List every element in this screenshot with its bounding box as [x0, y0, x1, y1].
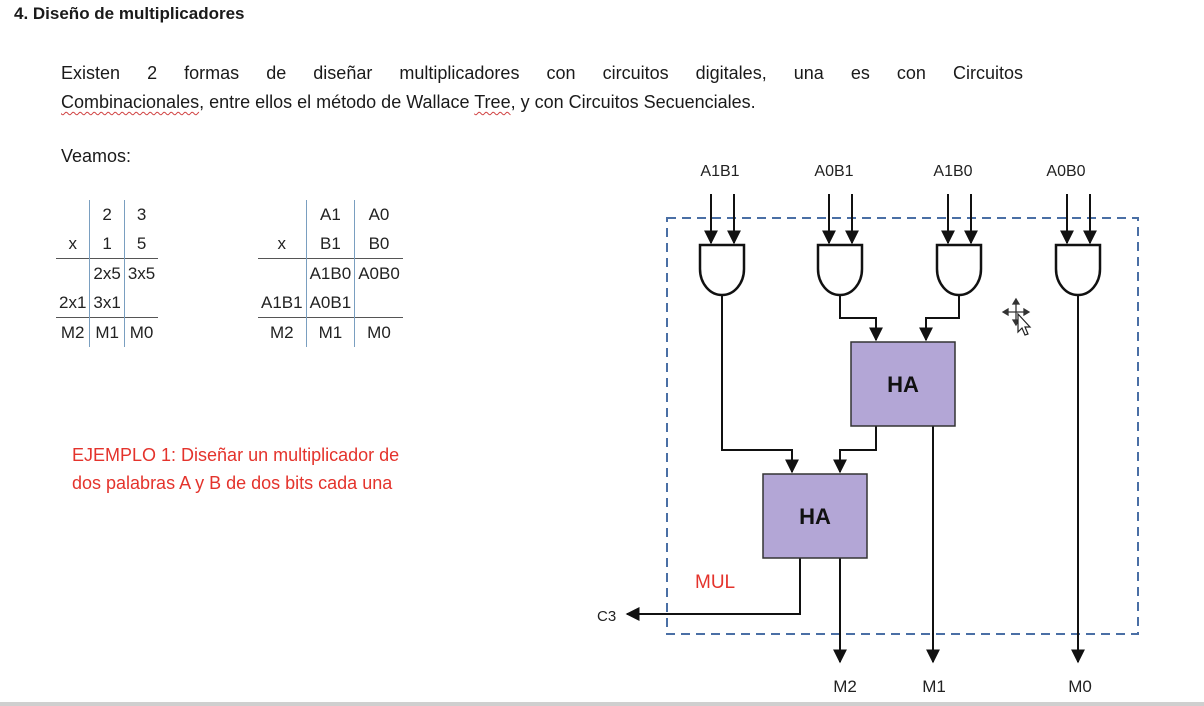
table-cell: 3: [123, 200, 159, 229]
table-row: 2 3: [56, 200, 159, 229]
table-row: A1B1 A0B1: [258, 288, 403, 318]
table-cell: M2: [56, 317, 90, 347]
table-cell: M2: [258, 317, 307, 347]
table-row: 2x5 3x5: [56, 258, 159, 288]
table-cell: A0B1: [305, 288, 355, 318]
table-row: x 1 5: [56, 229, 159, 259]
table-cell: B1: [305, 229, 355, 259]
table-cell: 2x1: [59, 292, 87, 312]
table-row: x B1 B0: [258, 229, 403, 259]
input-label-a1b1: A1B1: [700, 163, 739, 180]
table-cell: [56, 258, 90, 288]
symbolic-multiplication-table: A1 A0 x B1 B0 A1B0 A0B0 A1B1 A0B1 M2 M1 …: [258, 200, 403, 347]
output-label-m1: M1: [922, 677, 946, 696]
input-wires: [704, 194, 1097, 245]
table-cell: A0B0: [354, 258, 403, 288]
input-label-a0b0: A0B0: [1046, 163, 1085, 180]
and-gate-icon: [816, 243, 864, 297]
and-gate-icon: [698, 243, 746, 297]
mul-block-border: [666, 217, 1139, 635]
table-cell: A1B0: [305, 258, 355, 288]
numeric-multiplication-table: 2 3 x 1 5 2x5 3x5 2x1 3x1 M2 M1 M0: [56, 200, 159, 347]
example-line-2: dos palabras A y B de dos bits cada una: [72, 473, 393, 493]
intro-line-2-end: , y con Circuitos Secuenciales.: [510, 92, 756, 112]
table-cell: 2x5: [89, 258, 125, 288]
and-gate-icon: [1054, 243, 1102, 297]
input-label-a1b0: A1B0: [933, 163, 972, 180]
input-label-a0b1: A0B1: [814, 163, 853, 180]
table-cell: 3x1: [89, 288, 125, 318]
table-cell: [123, 288, 159, 318]
table-cell: 5: [123, 229, 159, 259]
table-cell: A1: [305, 200, 355, 229]
half-adder-2-label: HA: [799, 504, 831, 529]
table-row: 2x1 3x1: [56, 288, 159, 318]
table-cell: 3x5: [123, 258, 159, 288]
table-cell: [354, 288, 403, 318]
half-adder-1-label: HA: [887, 372, 919, 397]
half-adder-2: [762, 473, 868, 559]
spell-flagged-word-2: Tree: [474, 92, 511, 112]
spell-flagged-word: Combinacionales: [61, 92, 200, 112]
table-cell: x: [68, 233, 77, 253]
internal-wires: [625, 295, 1085, 664]
example-line-1: EJEMPLO 1: Diseñar un multiplicador de: [72, 445, 400, 465]
intro-line-2-mid: , entre ellos el método de Wallace: [199, 92, 475, 112]
table-cell: M0: [354, 317, 403, 347]
mul-block-label: MUL: [695, 572, 735, 593]
output-label-m0: M0: [1068, 677, 1092, 696]
table-cell: B0: [354, 229, 403, 259]
output-label-m2: M2: [833, 677, 857, 696]
table-cell: [258, 258, 307, 288]
table-cell: M1: [305, 317, 355, 347]
example-statement: EJEMPLO 1: Diseñar un multiplicador de d…: [72, 441, 492, 497]
carry-out-label: C3: [597, 608, 616, 625]
table-cell: M0: [123, 317, 159, 347]
intro-paragraph: Existen 2 formas de diseñar multiplicado…: [61, 59, 1023, 117]
table-row: M2 M1 M0: [56, 317, 159, 347]
table-row: A1B0 A0B0: [258, 258, 403, 288]
and-gate-icon: [935, 243, 983, 297]
table-cell: 1: [89, 229, 125, 259]
half-adder-1: [850, 341, 956, 427]
table-cell: A1B1: [261, 292, 303, 312]
table-cell: 2: [89, 200, 125, 229]
veamos-label: Veamos:: [61, 146, 132, 166]
move-cursor-icon: [1001, 297, 1032, 336]
intro-line-1: Existen 2 formas de diseñar multiplicado…: [61, 63, 1023, 83]
section-title: 4. Diseño de multiplicadores: [14, 4, 245, 23]
table-row: M2 M1 M0: [258, 317, 403, 347]
table-row: A1 A0: [258, 200, 403, 229]
table-cell: x: [277, 233, 287, 253]
table-cell: M1: [89, 317, 125, 347]
bottom-edge: [0, 702, 1204, 706]
table-cell: A0: [354, 200, 403, 229]
